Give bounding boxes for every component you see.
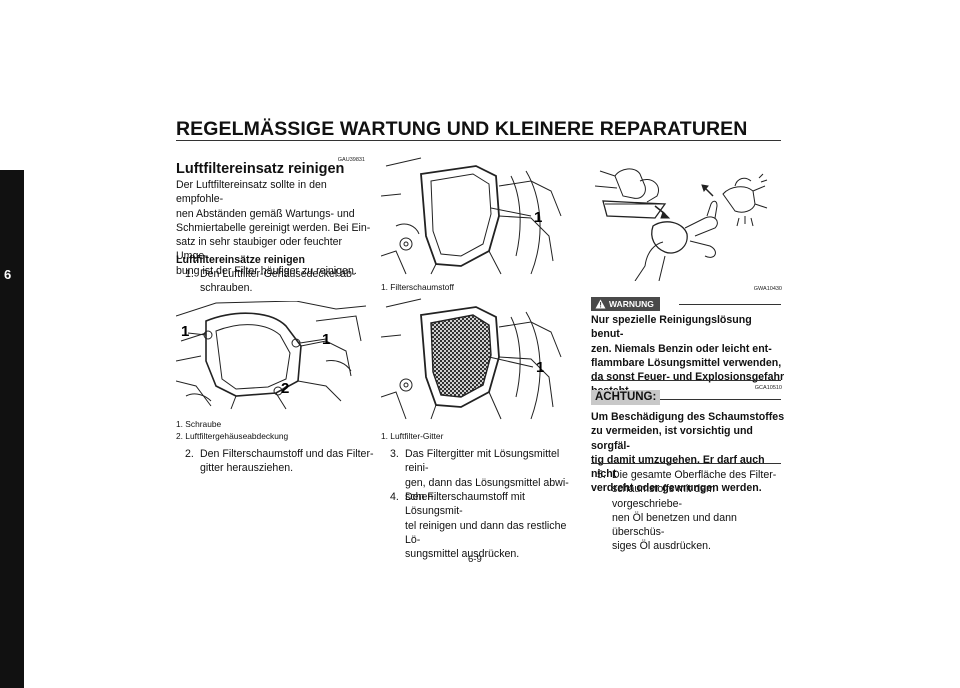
figure-caption: 1. Schraube <box>176 419 222 429</box>
step-line: Die gesamte Oberfläche des Filter- <box>612 469 777 481</box>
caution-code: GCA10510 <box>754 385 782 391</box>
caution-end-rule <box>591 463 781 464</box>
warning-line: Nur spezielle Reinigungslösung benut- <box>591 314 752 341</box>
step-number: 3. <box>390 448 399 460</box>
warning-end-rule <box>591 380 781 381</box>
caution-line: zu vermeiden, ist vorsichtig und sorgfäl… <box>591 425 753 452</box>
step-number: 1. <box>185 268 194 280</box>
caution-text: Um Beschädigung des Schaumstoffes zu ver… <box>591 410 786 496</box>
step-line: gitter herausziehen. <box>200 462 294 475</box>
callout-1b: 1 <box>322 331 330 348</box>
page-number: 6-9 <box>468 554 482 565</box>
step-line: gen, dann das Lösungsmittel abwi- <box>405 476 569 489</box>
step-line: tel reinigen und dann das restliche Lö- <box>405 519 567 546</box>
step-line: siges Öl ausdrücken. <box>612 540 711 553</box>
warning-line: flammbare Lösungsmittel verwenden, <box>591 356 782 369</box>
step-line: Den Filterschaumstoff und das Filter- <box>200 448 374 460</box>
step-2: 2. Den Filterschaumstoff und das Filter-… <box>185 447 375 477</box>
step-line: nen Öl benetzen und dann überschüs- <box>612 511 737 539</box>
figure-caption: 1. Filterschaumstoff <box>381 282 454 292</box>
figure-filter-foam: 1 <box>381 157 562 275</box>
step-3: 3. Das Filtergitter mit Lösungsmittel re… <box>390 447 580 503</box>
figure-code: GWA10430 <box>753 286 782 292</box>
page-title: REGELMÄSSIGE WARTUNG UND KLEINERE REPARA… <box>176 118 748 140</box>
step-number: 4. <box>390 491 399 503</box>
warning-triangle-icon <box>595 299 606 309</box>
intro-line: satz in sehr staubiger oder feuchter Umg… <box>176 236 343 263</box>
figure-caption: 2. Luftfiltergehäuseabdeckung <box>176 431 289 441</box>
figure-filter-grid: 1 <box>381 298 562 420</box>
step-line: sungsmittel ausdrücken. <box>405 548 520 561</box>
step-line: Den Luftfilter-Gehäusedeckel ab- <box>200 268 356 280</box>
callout-1: 1 <box>534 209 542 226</box>
section-heading: Luftfiltereinsatz reinigen <box>176 161 345 177</box>
intro-paragraph: Der Luftfiltereinsatz sollte in den empf… <box>176 178 376 278</box>
callout-1: 1 <box>536 359 544 376</box>
step-1: 1. Den Luftfilter-Gehäusedeckel ab-schra… <box>185 267 375 297</box>
intro-line: nen Abständen gemäß Wartungs- und <box>176 207 355 220</box>
figure-cleaning-hands <box>595 168 768 281</box>
caution-line: Um Beschädigung des Schaumstoffes <box>591 411 785 423</box>
warning-line: da sonst Feuer- und Explosionsgefahr <box>591 371 785 384</box>
chapter-tab <box>0 170 24 688</box>
step-line: schen. <box>405 490 437 503</box>
caution-label: ACHTUNG: <box>591 390 661 405</box>
warning-label: WARNUNG <box>609 299 654 309</box>
chapter-number: 6 <box>4 267 12 282</box>
figure-airbox-cover: 1 1 2 <box>176 301 366 410</box>
intro-line: Schmiertabelle gereinigt werden. Bei Ein… <box>176 221 371 234</box>
step-4: 4. Den Filterschaumstoff mit Lösungsmit-… <box>390 490 580 560</box>
warning-rule <box>679 304 781 305</box>
intro-line: Der Luftfiltereinsatz sollte in den empf… <box>176 179 327 206</box>
caution-line: tig damit umzugehen. Er darf auch nicht <box>591 453 765 481</box>
step-line: schrauben. <box>200 282 253 295</box>
intro-line: bung ist der Filter häufiger zu reinigen… <box>176 264 357 277</box>
callout-1a: 1 <box>181 323 189 340</box>
step-line: schaumstoffs mit dem vorgeschriebe- <box>612 483 715 510</box>
step-line: Das Filtergitter mit Lösungsmittel reini… <box>405 448 560 475</box>
caution-line: verdreht oder gewrungen werden. <box>591 482 762 495</box>
callout-2: 2 <box>281 380 289 397</box>
warning-label-box: WARNUNG <box>591 297 660 311</box>
step-line: Den Filterschaumstoff mit Lösungsmit- <box>405 491 525 518</box>
section-code: GAU39831 <box>337 157 365 163</box>
warning-line: zen. Niemals Benzin oder leicht ent- <box>591 342 772 355</box>
header-rule <box>176 140 781 141</box>
step-5: 5. Die gesamte Oberfläche des Filter-sch… <box>597 468 787 552</box>
step-number: 5. <box>597 469 606 481</box>
subheading: Luftfiltereinsätze reinigen <box>176 254 305 266</box>
figure-caption: 1. Luftfilter-Gitter <box>381 431 444 441</box>
step-number: 2. <box>185 448 194 460</box>
caution-rule <box>660 399 781 400</box>
